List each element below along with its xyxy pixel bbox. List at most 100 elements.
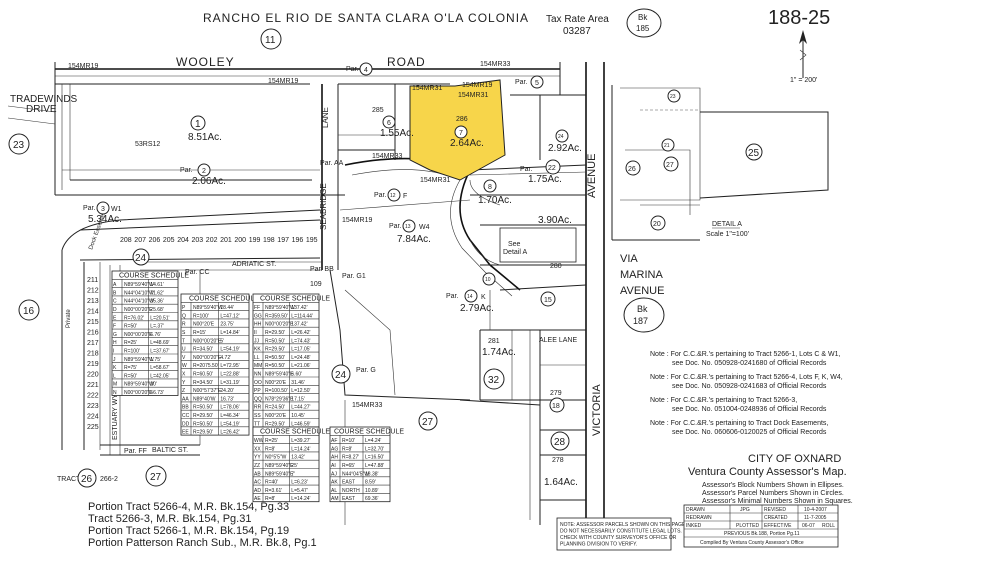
parcel-14-label: Par.	[446, 293, 459, 300]
parcel-circle-14[interactable]	[464, 289, 478, 303]
lot-number: 216	[87, 330, 99, 337]
parcel-circle-7[interactable]	[454, 125, 468, 139]
schedule-key: YY	[254, 455, 261, 461]
rev-created-label: CREATED	[764, 515, 788, 521]
parcel-circle-26-right[interactable]	[625, 160, 641, 176]
schedule-key: MM	[254, 363, 262, 369]
parcel-circle-28[interactable]	[550, 431, 570, 451]
parcel-circle-15[interactable]	[540, 291, 556, 307]
parcel-circle-3[interactable]	[96, 201, 110, 215]
schedule-distance: 5'	[220, 338, 224, 344]
schedule-distance: L=6.23'	[291, 480, 307, 486]
schedule-key: G	[113, 332, 117, 338]
parcel-circle-2[interactable]	[197, 163, 211, 177]
parcel-circle-13[interactable]	[402, 219, 416, 233]
parcel-circle-23-right[interactable]	[667, 89, 681, 103]
parcel-25-num: 25	[748, 148, 760, 159]
schedule-bearing: R=34.50'	[193, 380, 213, 386]
schedule-distance: L=74.43'	[291, 338, 310, 344]
disclaimer-line: CHECK WITH COUNTY SURVEYOR'S OFFICE OR	[560, 535, 677, 541]
lot-number: 201	[220, 237, 232, 244]
parcel-2-num: 2	[202, 168, 206, 175]
schedule-distance: 14.61'	[150, 282, 164, 288]
parcel-circle-25[interactable]	[745, 143, 763, 161]
parcel-circle-26-bottom[interactable]	[77, 468, 97, 488]
par-ff-label: Par. FF	[124, 448, 147, 455]
schedule-distance: 18.38'	[365, 471, 379, 477]
schedule-distance: L=.37'	[150, 324, 164, 330]
schedule-bearing: N89°59'40"W	[124, 382, 154, 388]
schedule-key: EE	[182, 430, 189, 436]
rev-drawn-label: DRAWN	[686, 507, 705, 513]
schedule-bearing: N89°59'40"W	[124, 282, 154, 288]
parcel-circle-32[interactable]	[483, 368, 505, 390]
lot-number: 220	[87, 372, 99, 379]
parcel-circle-8[interactable]	[483, 179, 497, 193]
road-lines	[7, 62, 605, 525]
schedule-bearing: R=8'	[265, 446, 275, 452]
parcel-circle-6[interactable]	[382, 115, 396, 129]
parcel-circle-23[interactable]	[8, 133, 30, 155]
legend-3: Assessor's Minimal Numbers Shown in Squa…	[702, 498, 853, 505]
schedule-key: KK	[254, 347, 261, 353]
schedule-key: DD	[182, 421, 190, 427]
parcel-circle-27-mid[interactable]	[418, 411, 438, 431]
schedule-distance: 137.42'	[291, 305, 307, 311]
schedule-key: H	[113, 340, 117, 346]
schedule-distance: 17.15'	[291, 396, 305, 402]
revision-table	[683, 504, 839, 548]
schedule-bearing: R=29.50'	[265, 347, 285, 353]
parcel-circle-27-right[interactable]	[663, 156, 679, 172]
schedule-distance: L=42.05'	[150, 373, 169, 379]
lot-number: 208	[120, 237, 132, 244]
road-wooley: WOOLEY	[176, 55, 235, 69]
schedule-bearing: N89°59'40"W	[193, 305, 223, 311]
lot-number: 219	[87, 361, 99, 368]
note-line: see Doc. No. 060606-0120025 of Official …	[672, 429, 827, 436]
schedule-bearing: R=50.50'	[265, 363, 285, 369]
schedule-distance: 8.59'	[365, 480, 376, 486]
schedule-key: U	[182, 347, 186, 353]
parcel-13-num: 13	[405, 224, 411, 230]
disclaimer-line: DO NOT NECESSARILY CONSTITUTE LEGAL LOTS…	[560, 529, 682, 535]
schedule-distance: 6.60'	[291, 372, 302, 378]
parcel-3-label: Par.	[83, 205, 96, 212]
map-title: RANCHO EL RIO DE SANTA CLARA O'LA COLONI…	[203, 11, 529, 25]
schedule-distance: L=32.70'	[365, 446, 384, 452]
schedule-bearing: N89°59'40"E	[265, 463, 294, 469]
parcel-circle-4[interactable]	[359, 62, 373, 76]
parcel-circle-27-bottom[interactable]	[145, 465, 167, 487]
parcel-circle-16[interactable]	[18, 299, 40, 321]
schedule-distance: L=26.42'	[291, 330, 310, 336]
parcel-circle-18[interactable]	[549, 397, 565, 413]
parcel-circle-12[interactable]	[387, 188, 401, 202]
parcel-circle-1[interactable]	[190, 115, 206, 131]
schedule-key: Y	[182, 380, 186, 386]
parcel-circle-24-low[interactable]	[331, 364, 351, 384]
schedule-key: AH	[331, 455, 338, 461]
parcel-circle-22[interactable]	[545, 159, 561, 175]
schedule-key: JJ	[254, 338, 260, 344]
parcel-circle-5[interactable]	[530, 75, 544, 89]
schedule-key: AJ	[331, 471, 337, 477]
parcel-circle-24-top[interactable]	[555, 129, 569, 143]
road-estuary: ESTUARY WY.	[112, 393, 119, 440]
schedule-key: AC	[254, 480, 261, 486]
parcel-circle-24-mid[interactable]	[132, 248, 150, 266]
parcel-1-num: 1	[195, 119, 201, 130]
parcel-circle-20-right[interactable]	[650, 215, 666, 231]
schedule-key: AD	[254, 488, 261, 494]
schedule-bearing: R=50'	[124, 373, 137, 379]
schedule-title: COURSE SCHEDULE	[260, 295, 330, 302]
schedule-key: HH	[254, 322, 262, 328]
parcel-27-bottom-num: 27	[150, 472, 162, 483]
parcel-circle-21-right[interactable]	[661, 138, 675, 152]
schedule-bearing: R=76.02'	[124, 315, 144, 321]
parcel-circle-10[interactable]	[482, 272, 496, 286]
schedule-distance: 56.73'	[150, 390, 164, 396]
parcel-109-label: 109	[310, 281, 322, 288]
parcel-7-acres: 2.64Ac.	[450, 138, 484, 149]
notes: Note : For C.C.&R.'s pertaining to Tract…	[650, 351, 843, 436]
parcel-5-label: Par.	[515, 79, 528, 86]
